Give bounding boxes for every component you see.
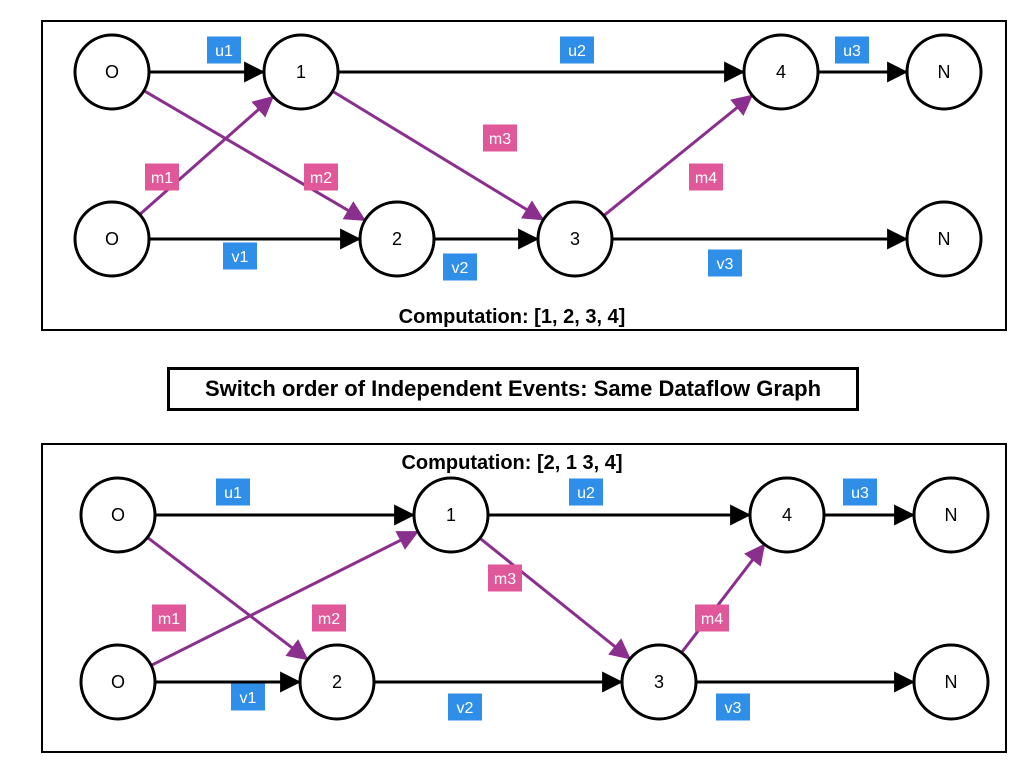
svg-text:3: 3 (654, 672, 664, 692)
node-o_bot-top: O (73, 200, 151, 278)
edge-tag-u1-top: u1 (207, 36, 241, 64)
svg-text:v2: v2 (457, 700, 474, 717)
svg-text:m2: m2 (318, 611, 340, 628)
edge-m4-bottom (680, 543, 766, 654)
edge-tag-m1-bottom: m1 (152, 604, 186, 632)
svg-text:u3: u3 (843, 43, 861, 60)
svg-text:u1: u1 (215, 43, 233, 60)
svg-text:4: 4 (782, 505, 792, 525)
computation-caption-top: Computation: [1, 2, 3, 4] (398, 306, 626, 328)
node-n2-top: 2 (358, 200, 436, 278)
edge-m3-top (331, 89, 545, 221)
svg-text:O: O (111, 672, 125, 692)
svg-text:O: O (111, 505, 125, 525)
edge-tag-u3-top: u3 (835, 36, 869, 64)
svg-text:u3: u3 (851, 485, 869, 502)
svg-text:m3: m3 (489, 131, 511, 148)
svg-text:N: N (945, 505, 958, 525)
svg-text:v2: v2 (452, 260, 469, 277)
edge-tag-v3-top: v3 (708, 249, 742, 277)
svg-text:m4: m4 (695, 170, 717, 187)
edge-m3-bottom (478, 536, 632, 660)
node-n2-bottom: 2 (298, 643, 376, 721)
edge-tag-m3-bottom: m3 (488, 564, 522, 592)
node-n_bot-top: N (905, 200, 983, 278)
svg-text:1: 1 (446, 505, 456, 525)
node-n3-bottom: 3 (620, 643, 698, 721)
svg-text:v3: v3 (717, 256, 734, 273)
edge-m2-bottom (146, 536, 309, 661)
svg-text:2: 2 (392, 229, 402, 249)
edge-m2-top (143, 89, 367, 222)
edge-tag-u1-bottom: u1 (216, 478, 250, 506)
edge-tag-m4-bottom: m4 (695, 604, 729, 632)
edge-tag-m1-top: m1 (145, 163, 179, 191)
node-o_bot-bottom: O (79, 643, 157, 721)
node-o_top-bottom: O (79, 476, 157, 554)
svg-text:u2: u2 (577, 485, 595, 502)
edge-tag-u2-top: u2 (560, 36, 594, 64)
svg-text:u2: u2 (568, 43, 586, 60)
svg-text:v1: v1 (232, 249, 249, 266)
edge-tag-v1-top: v1 (223, 242, 257, 270)
svg-text:m1: m1 (158, 611, 180, 628)
svg-text:N: N (938, 229, 951, 249)
svg-text:2: 2 (332, 672, 342, 692)
edge-tag-v1-bottom: v1 (231, 683, 265, 711)
edge-tag-m2-bottom: m2 (312, 604, 346, 632)
node-n4-top: 4 (742, 33, 820, 111)
svg-text:N: N (945, 672, 958, 692)
node-n1-top: 1 (262, 33, 340, 111)
svg-text:N: N (938, 62, 951, 82)
svg-text:v3: v3 (725, 700, 742, 717)
svg-text:m1: m1 (151, 170, 173, 187)
edge-tag-v2-bottom: v2 (448, 693, 482, 721)
svg-text:3: 3 (570, 229, 580, 249)
svg-text:u1: u1 (224, 485, 242, 502)
edge-m4-top (602, 94, 754, 217)
edge-tag-u3-bottom: u3 (843, 478, 877, 506)
svg-text:m3: m3 (494, 571, 516, 588)
edge-tag-m4-top: m4 (689, 163, 723, 191)
svg-text:4: 4 (776, 62, 786, 82)
svg-text:1: 1 (296, 62, 306, 82)
svg-text:O: O (105, 62, 119, 82)
edge-tag-v3-bottom: v3 (716, 693, 750, 721)
svg-text:O: O (105, 229, 119, 249)
node-n_top-top: N (905, 33, 983, 111)
svg-text:m2: m2 (310, 170, 332, 187)
node-n_top-bottom: N (912, 476, 990, 554)
edge-tag-m3-top: m3 (483, 124, 517, 152)
banner-title: Switch order of Independent Events: Same… (167, 367, 859, 411)
node-n4-bottom: 4 (748, 476, 826, 554)
edge-tag-u2-bottom: u2 (569, 478, 603, 506)
svg-text:v1: v1 (240, 690, 257, 707)
edge-m1-bottom (150, 530, 419, 667)
svg-text:m4: m4 (701, 611, 723, 628)
node-n_bot-bottom: N (912, 643, 990, 721)
computation-caption-bottom: Computation: [2, 1 3, 4] (401, 452, 623, 474)
node-n1-bottom: 1 (412, 476, 490, 554)
edge-tag-m2-top: m2 (304, 163, 338, 191)
edge-tag-v2-top: v2 (443, 253, 477, 281)
edge-m1-top (138, 95, 275, 216)
node-o_top-top: O (73, 33, 151, 111)
node-n3-top: 3 (536, 200, 614, 278)
